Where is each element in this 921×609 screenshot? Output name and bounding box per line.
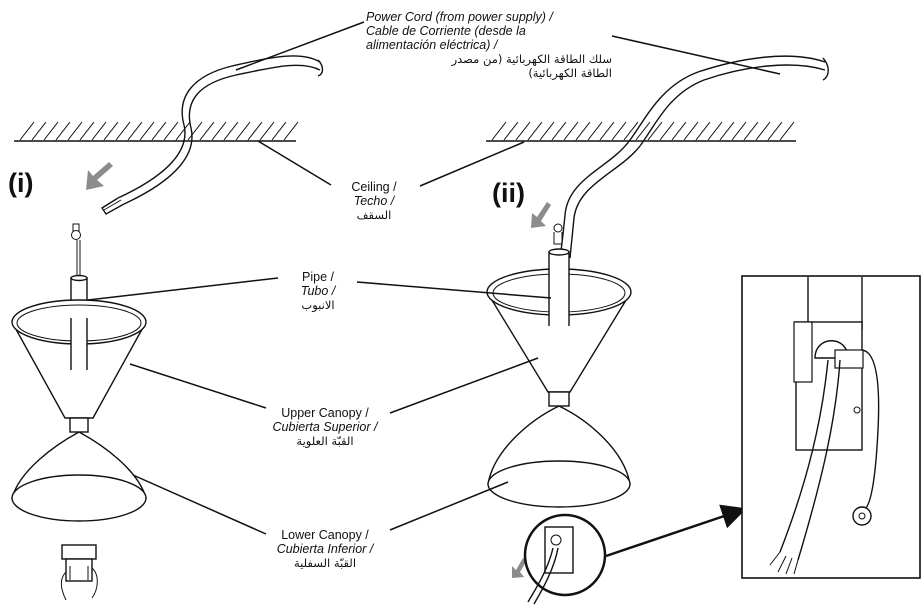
fixture-left — [11, 223, 147, 601]
ceiling-label-en: Ceiling / — [351, 180, 397, 194]
upper-canopy-label: Upper Canopy / Cubierta Superior / القبّ… — [250, 406, 400, 448]
fixture-right — [486, 223, 632, 605]
detail-callout — [523, 504, 747, 597]
leader-lines — [87, 21, 781, 535]
ceiling-label: Ceiling / Techo / السقف — [334, 180, 414, 222]
ceiling-label-ar: السقف — [356, 208, 392, 222]
step-label-i: (i) — [8, 168, 34, 198]
step-label-ii: (ii) — [492, 178, 525, 208]
pipe-label-es: Tubo / — [300, 284, 336, 298]
upper-canopy-label-ar: القبّة العلوية — [296, 434, 354, 448]
ceiling-left — [14, 121, 299, 142]
inset-detail-box — [741, 275, 921, 579]
power-cord-label-ar-2: الطاقة الكهربائية) — [528, 66, 612, 80]
upper-canopy-label-es: Cubierta Superior / — [272, 420, 378, 434]
power-cord-label-en: Power Cord (from power supply) / — [366, 10, 553, 24]
lower-canopy-label-ar: القبّة السفلية — [293, 556, 357, 570]
power-cord-label-es-1: Cable de Corriente (desde la — [366, 24, 526, 38]
power-cord-label: Power Cord (from power supply) / Cable d… — [366, 10, 612, 80]
lower-canopy-label-es: Cubierta Inferior / — [276, 542, 374, 556]
ceiling-right — [486, 121, 796, 142]
power-cord-left — [101, 55, 324, 215]
arrow-down-left-icon — [86, 162, 551, 578]
power-cord-label-ar-1: سلك الطاقة الكهربائية (من مصدر — [451, 52, 612, 66]
ceiling-label-es: Techo / — [353, 194, 395, 208]
lower-canopy-label-en: Lower Canopy / — [281, 528, 369, 542]
power-cord-right — [559, 55, 829, 259]
lower-canopy-label: Lower Canopy / Cubierta Inferior / القبّ… — [250, 528, 400, 570]
pipe-label: Pipe / Tubo / الانبوب — [278, 270, 358, 312]
power-cord-label-es-2: alimentación eléctrica) / — [366, 38, 498, 52]
upper-canopy-label-en: Upper Canopy / — [281, 406, 369, 420]
pipe-label-ar: الانبوب — [301, 298, 335, 312]
pipe-label-en: Pipe / — [302, 270, 334, 284]
